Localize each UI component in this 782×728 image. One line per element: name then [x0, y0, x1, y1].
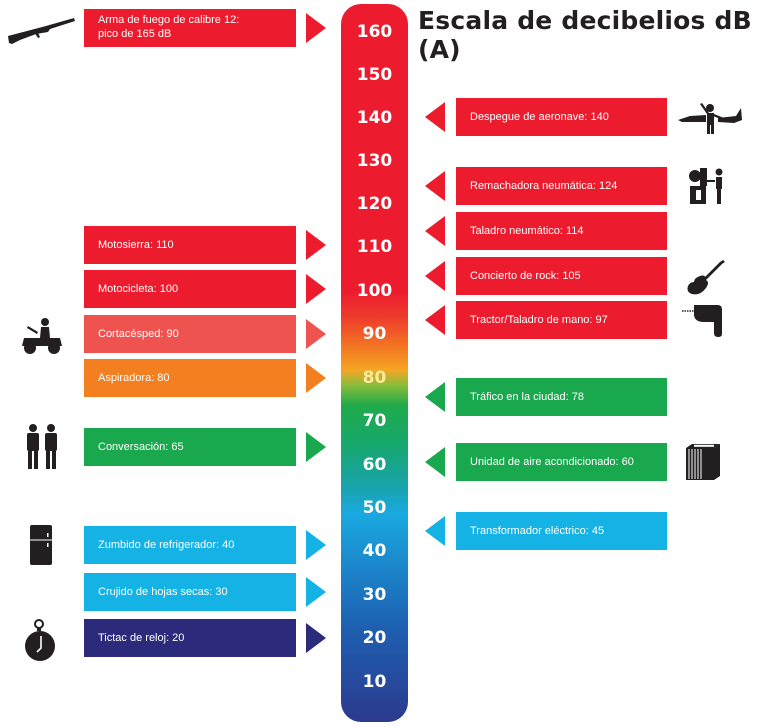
label-refrigerator: Zumbido de refrigerador: 40	[84, 526, 296, 564]
arrow-shotgun	[306, 13, 326, 43]
arrow-air-conditioner	[425, 447, 445, 477]
tick-50: 50	[362, 498, 387, 518]
air-conditioner-icon	[686, 444, 720, 480]
label-rock-concert: Concierto de rock: 105	[456, 257, 667, 295]
tick-160: 160	[356, 22, 393, 42]
label-shotgun-line2: pico de 165 dB	[98, 28, 172, 40]
label-air-conditioner: Unidad de aire acondicionado: 60	[456, 443, 667, 481]
arrow-clock	[306, 623, 326, 653]
tick-110: 110	[356, 237, 393, 257]
tick-10: 10	[362, 672, 387, 692]
tick-150: 150	[356, 65, 393, 85]
tick-20: 20	[362, 628, 387, 648]
arrow-transformer	[425, 516, 445, 546]
tick-130: 130	[356, 151, 393, 171]
tick-60: 60	[362, 455, 387, 475]
arrow-rock-concert	[425, 261, 445, 291]
arrow-riveter	[425, 171, 445, 201]
label-leaves: Crujido de hojas secas: 30	[84, 573, 296, 611]
stopwatch-icon	[25, 619, 55, 661]
tick-120: 120	[356, 194, 393, 214]
arrow-traffic	[425, 382, 445, 412]
label-conversation: Conversación: 65	[84, 428, 296, 466]
label-motorcycle: Motocicleta: 100	[84, 270, 296, 308]
arrow-lawnmower	[306, 319, 326, 349]
shotgun-icon	[8, 18, 75, 44]
label-shotgun-line1: Arma de fuego de calibre 12:	[98, 14, 240, 26]
label-clock: Tictac de reloj: 20	[84, 619, 296, 657]
arrow-tractor	[425, 305, 445, 335]
arrow-chainsaw	[306, 230, 326, 260]
page-title: Escala de decibelios dB (A)	[418, 6, 752, 64]
people-icon	[27, 424, 57, 469]
label-jackhammer: Taladro neumático: 114	[456, 212, 667, 250]
decibel-scale-bar: 160 150 140 130 120 110 100 90 80 70 60 …	[341, 4, 408, 722]
tick-80: 80	[362, 368, 387, 388]
tick-90: 90	[362, 324, 387, 344]
label-riveter: Remachadora neumática: 124	[456, 167, 667, 205]
label-shotgun: Arma de fuego de calibre 12: pico de 165…	[84, 9, 296, 47]
arrow-leaves	[306, 577, 326, 607]
tick-70: 70	[362, 411, 387, 431]
arrow-jackhammer	[425, 216, 445, 246]
tick-30: 30	[362, 585, 387, 605]
label-vacuum: Aspiradora: 80	[84, 359, 296, 397]
arrow-aircraft	[425, 102, 445, 132]
label-transformer: Transformador eléctrico: 45	[456, 512, 667, 550]
label-traffic: Tráfico en la ciudad: 78	[456, 378, 667, 416]
arrow-refrigerator	[306, 530, 326, 560]
tick-40: 40	[362, 541, 387, 561]
riveter-icon	[689, 168, 723, 204]
refrigerator-icon	[30, 525, 52, 565]
lawnmower-icon	[22, 318, 62, 354]
label-tractor: Tractor/Taladro de mano: 97	[456, 301, 667, 339]
arrow-motorcycle	[306, 274, 326, 304]
arrow-vacuum	[306, 363, 326, 393]
tick-140: 140	[356, 108, 393, 128]
guitar-icon	[687, 260, 725, 295]
airplane-icon	[678, 103, 742, 134]
drill-icon	[682, 305, 722, 337]
arrow-conversation	[306, 432, 326, 462]
label-lawnmower: Cortacésped: 90	[84, 315, 296, 353]
label-aircraft: Despegue de aeronave: 140	[456, 98, 667, 136]
tick-100: 100	[356, 281, 393, 301]
label-chainsaw: Motosierra: 110	[84, 226, 296, 264]
